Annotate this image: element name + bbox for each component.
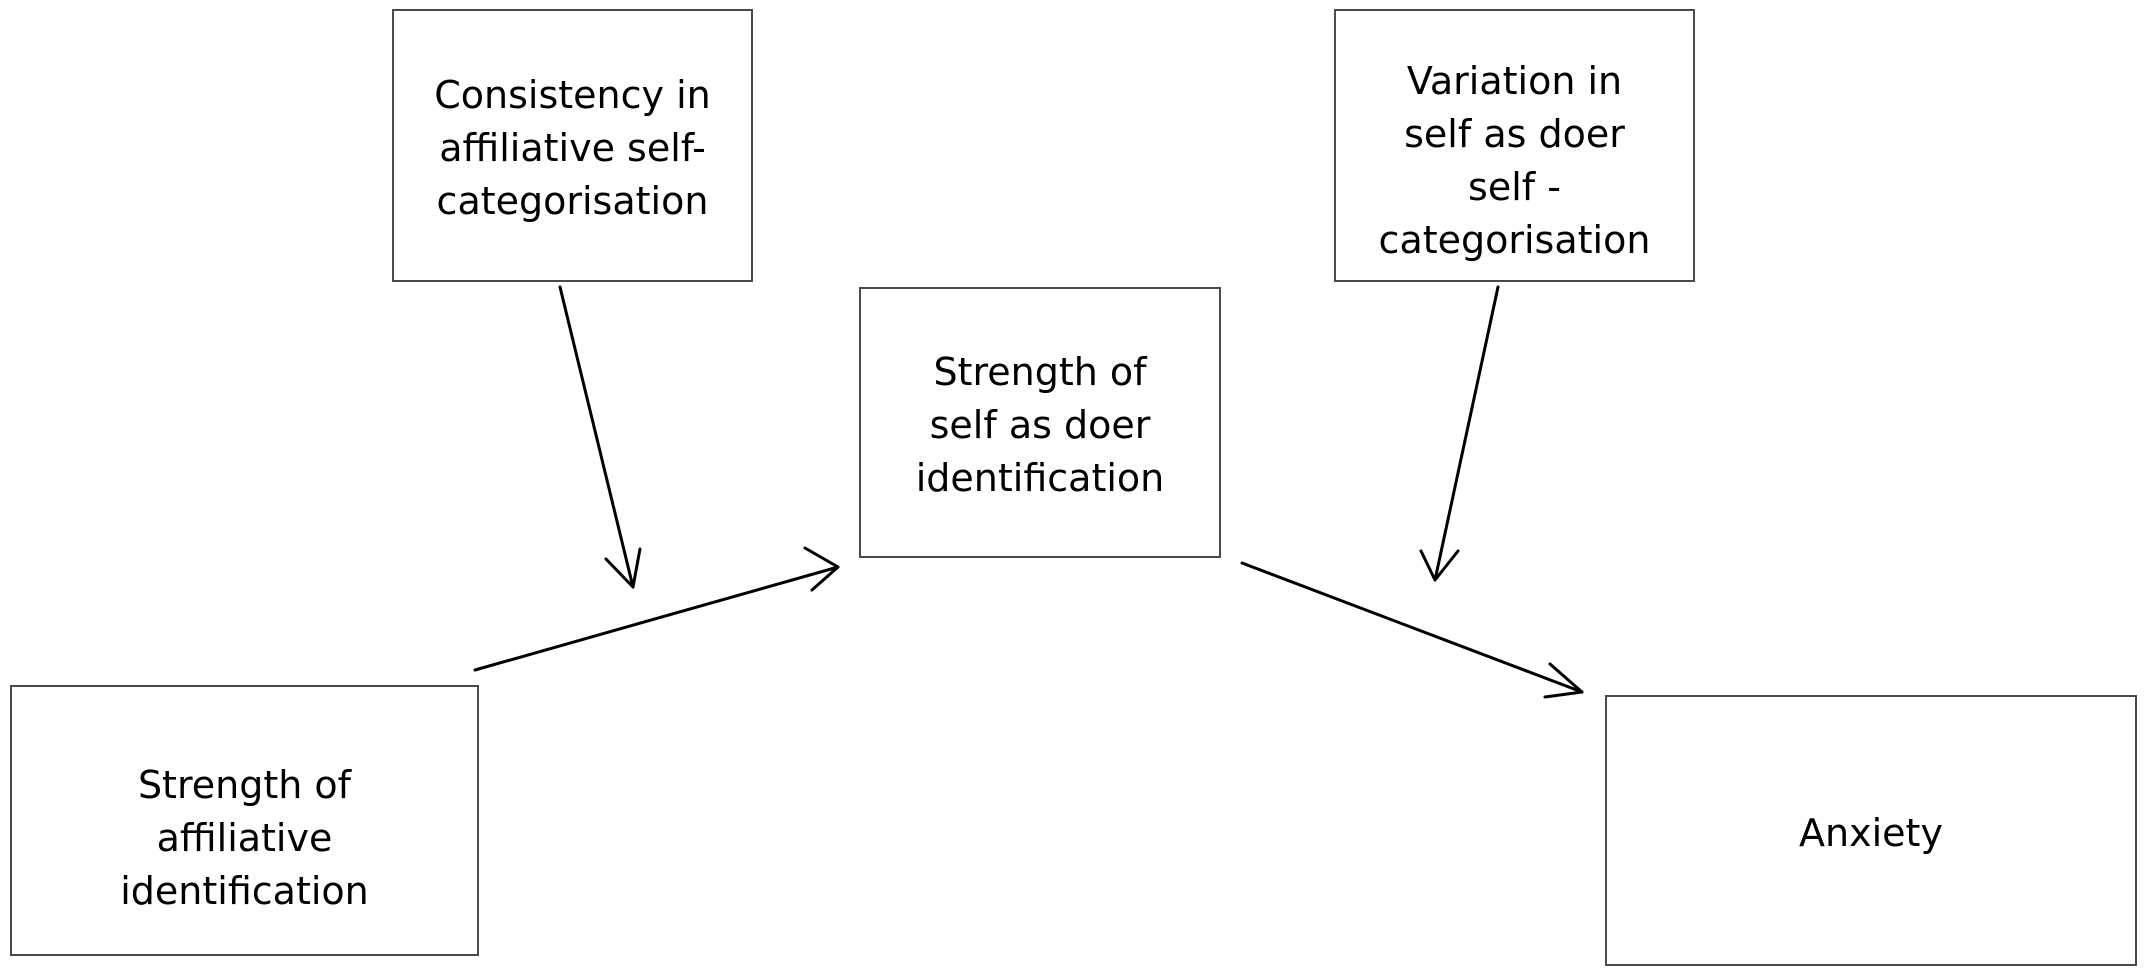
node-consistency-box: Consistency in affiliative self- categor… (392, 9, 753, 282)
node-variation-line: self - (1468, 164, 1561, 209)
node-affiliative-identification-label: Strength of affiliative identification (120, 723, 369, 918)
node-affiliative-identification-line: identification (120, 869, 369, 913)
node-consistency-line: affiliative self- (439, 126, 706, 170)
node-anxiety-line: Anxiety (1799, 811, 1943, 855)
node-affiliative-identification-box: Strength of affiliative identification (10, 685, 479, 956)
node-anxiety-box: Anxiety (1605, 695, 2137, 966)
node-consistency-label: Consistency in affiliative self- categor… (434, 63, 710, 228)
node-doer-identification-line: identification (915, 456, 1165, 500)
node-anxiety-label: Anxiety (1799, 801, 1943, 860)
node-variation-label: Variation in self as doer self - categor… (1379, 25, 1651, 267)
node-affiliative-identification-line: Strength of (137, 763, 352, 807)
node-doer-identification-line: self as doer (929, 403, 1151, 447)
node-variation-line: categorisation (1378, 217, 1651, 262)
arrow-consistency-moderator (558, 285, 642, 589)
node-variation-line: self as doer (1404, 111, 1625, 156)
node-doer-identification-label: Strength of self as doer identification (916, 340, 1165, 505)
node-doer-identification-line: Strength of (933, 350, 1147, 394)
arrow-affiliative-to-doer (473, 546, 840, 672)
node-variation-box: Variation in self as doer self - categor… (1334, 9, 1695, 282)
node-doer-identification-box: Strength of self as doer identification (859, 287, 1221, 558)
node-affiliative-identification-line: affiliative (156, 816, 333, 860)
node-consistency-line: categorisation (436, 179, 709, 223)
arrow-doer-to-anxiety (1240, 561, 1584, 699)
node-consistency-line: Consistency in (434, 73, 711, 117)
node-variation-line: Variation in (1406, 58, 1623, 103)
arrow-variation-moderator (1419, 285, 1500, 582)
